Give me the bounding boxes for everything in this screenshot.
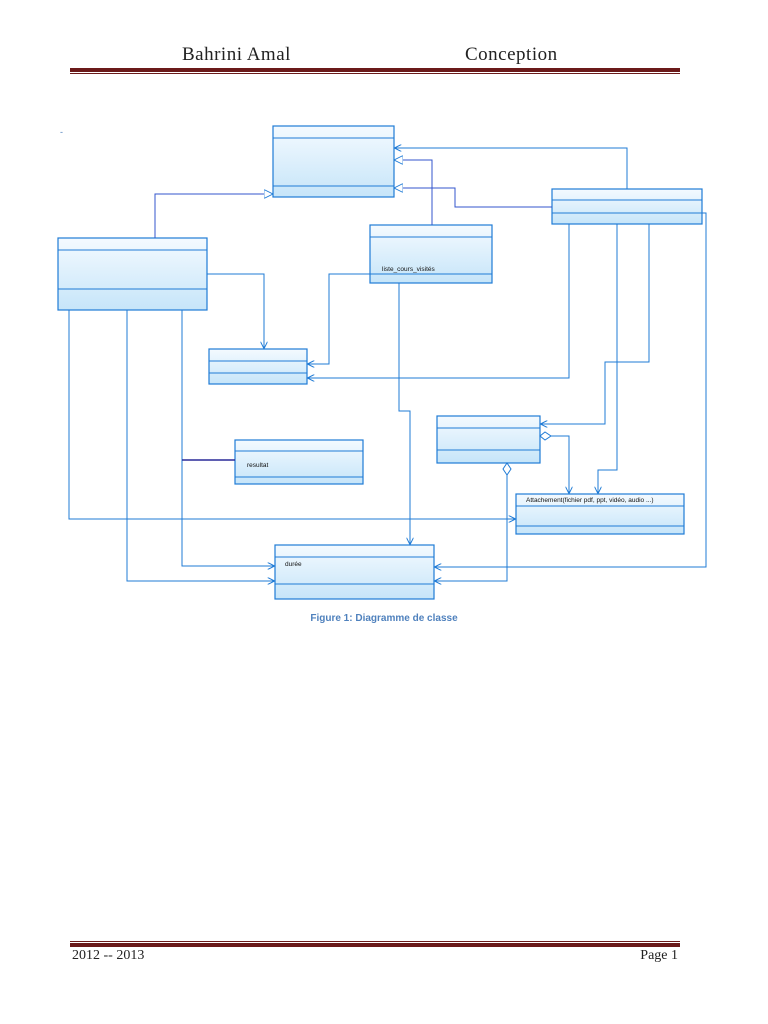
footer-rule xyxy=(70,943,680,947)
footer-page-number: Page 1 xyxy=(640,948,678,963)
assoc-left-to-attachement xyxy=(68,310,515,519)
aggregation-diamond-right xyxy=(539,431,552,441)
class-box-left xyxy=(57,237,208,311)
class-box-attachement: Attachement(fichier pdf, ppt, vidéo, aud… xyxy=(515,493,685,535)
attr-duree: durée xyxy=(285,561,302,568)
assoc-right-to-midright xyxy=(541,224,650,424)
class-box-cours: liste_cours_visités xyxy=(369,224,493,284)
assoc-right-to-duree xyxy=(435,212,707,567)
header-rule xyxy=(70,68,680,72)
attr-resultat: resultat xyxy=(247,462,269,469)
assoc-cours-to-midleft xyxy=(308,273,370,364)
class-box-resultat: resultat xyxy=(234,439,364,485)
assoc-left-to-duree-a xyxy=(126,310,274,581)
attr-attachement: Attachement(fichier pdf, ppt, vidéo, aud… xyxy=(526,497,654,504)
assoc-left-to-duree-b xyxy=(181,310,274,566)
generalization-links xyxy=(154,160,552,238)
aggregation-diamond-bottom xyxy=(502,462,512,476)
assoc-right-to-top xyxy=(395,148,628,189)
inherit-left-to-top xyxy=(154,194,272,238)
attr-liste-cours: liste_cours_visités xyxy=(382,266,435,273)
class-box-right-top xyxy=(551,188,703,225)
class-box-top xyxy=(272,125,395,198)
figure-caption: Figure 1: Diagramme de classe xyxy=(310,613,458,624)
class-box-mid-left xyxy=(208,348,308,385)
stray-mark: - xyxy=(60,127,63,137)
aggregation-midright-to-attachement xyxy=(551,435,569,493)
assoc-right-to-attachement xyxy=(598,224,618,493)
author-name: Bahrini Amal xyxy=(182,44,291,65)
inherit-right-to-top xyxy=(395,188,552,208)
assoc-cours-to-duree xyxy=(398,283,410,544)
assoc-right-to-midleft xyxy=(308,224,570,378)
inherit-cours-to-top xyxy=(395,160,433,225)
section-title: Conception xyxy=(465,44,558,65)
footer-year: 2012 -- 2013 xyxy=(72,948,145,963)
footer-rule-thin xyxy=(70,941,680,942)
class-box-mid-right xyxy=(436,415,541,464)
aggregation-midright-to-duree xyxy=(435,475,508,581)
class-box-duree: durée xyxy=(274,544,435,600)
association-links xyxy=(68,148,707,581)
assoc-left-to-midleft xyxy=(207,273,264,348)
header-rule-thin xyxy=(70,73,680,74)
